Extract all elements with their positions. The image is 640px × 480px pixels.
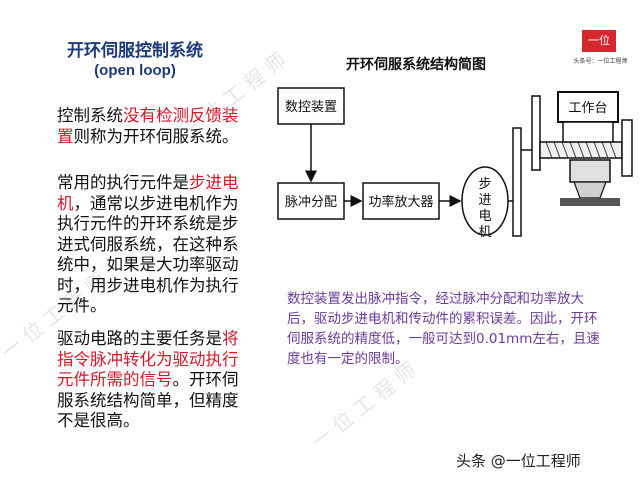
nc-device-box <box>277 87 345 125</box>
pulse-distribution-box <box>277 182 345 220</box>
paragraph-actuator: 常用的执行元件是步进电机，通常以步进电机作为执行元件的开环系统是步进式伺服系统，… <box>57 173 253 317</box>
tool-holder <box>569 159 611 183</box>
pulse-distribution-label: 脉冲分配 <box>285 195 337 210</box>
source-watermark: 头条 @一位工程师 <box>452 450 585 471</box>
paragraph-definition: 控制系统没有检测反馈装置则称为开环伺服系统。 <box>57 106 253 147</box>
diagram-title: 开环伺服系统结构简图 <box>346 57 486 73</box>
description-text: 数控装置发出脉冲指令，经过脉冲分配和功率放大后，驱动步进电机和传动件的累积误差。… <box>287 291 600 367</box>
paragraph-text: ，通常以步进电机作为执行元件的开环系统是步进式伺服系统，在这种系统中，如果是大功… <box>57 193 239 316</box>
bearing-block <box>621 119 633 177</box>
motor-label: 步 <box>478 177 491 192</box>
motor-label: 进 <box>478 193 491 208</box>
paragraph-text: 。开环伺服系统结构简单，但精度不是很高。 <box>57 370 239 430</box>
gear-left <box>512 127 522 237</box>
gear-right <box>531 95 541 171</box>
motor-label: 电 <box>478 209 491 224</box>
spindle-tool <box>573 181 607 199</box>
paragraph-drive-circuit: 驱动电路的主要任务是将指令脉冲转化为驱动执行元件所需的信号。开环伺服系统结构简单… <box>57 329 253 432</box>
slide-title: 开环伺服控制系统 <box>67 41 203 61</box>
logo: 一位 <box>582 30 616 52</box>
nc-device-label: 数控装置 <box>285 100 337 115</box>
power-amplifier-label: 功率放大器 <box>368 194 433 210</box>
paragraph-text: 控制系统 <box>57 106 123 125</box>
paragraph-text: 驱动电路的主要任务是 <box>57 329 222 348</box>
table-carriage <box>562 121 614 143</box>
slide-subtitle: (open loop) <box>94 62 176 79</box>
paragraph-text: 常用的执行元件是 <box>57 173 189 192</box>
work-table-label: 工作台 <box>568 101 607 116</box>
logo-caption: 头条号：一位工程师 <box>573 58 628 65</box>
highlight-text: 将指令脉冲转化为驱动执行元件所需的信号 <box>57 329 239 389</box>
workpiece <box>560 198 620 206</box>
highlight-text: 步进电机 <box>57 173 239 213</box>
highlight-text: 没有检测反馈装置 <box>57 106 239 146</box>
motor-label: 机 <box>478 225 491 240</box>
paragraph-text: 则称为开环伺服系统。 <box>73 126 239 146</box>
